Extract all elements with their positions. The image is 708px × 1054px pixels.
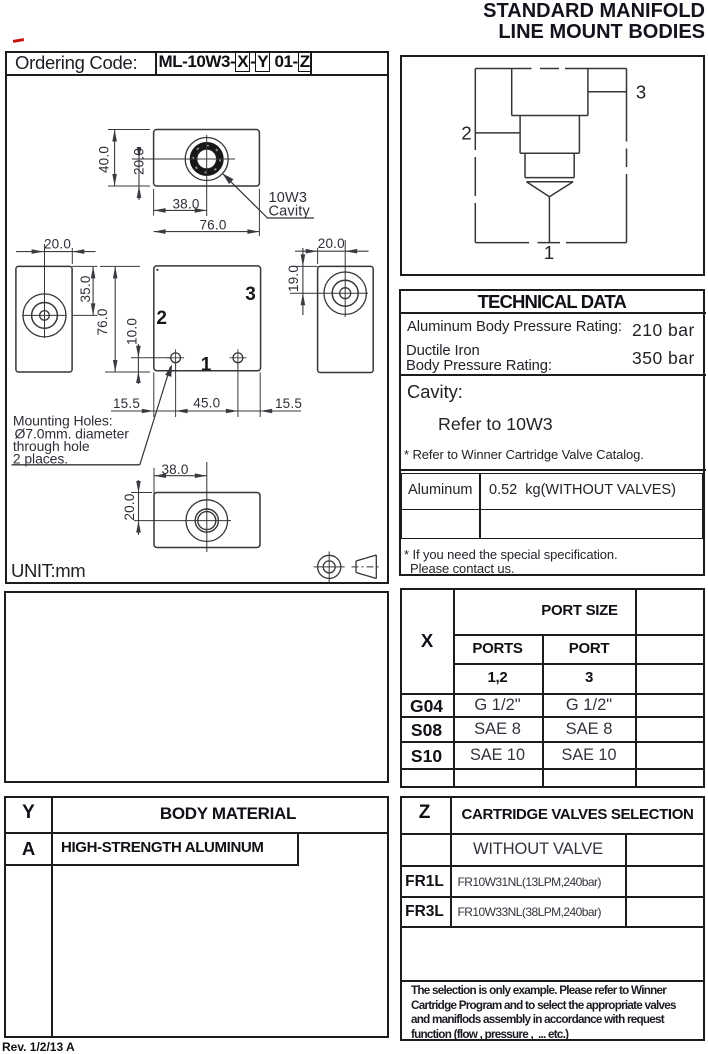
svg-text:20.0: 20.0 (44, 237, 71, 252)
svg-text:76.0: 76.0 (95, 308, 110, 335)
svg-text:Mounting Holes:: Mounting Holes: (13, 413, 113, 429)
svg-text:20.0: 20.0 (318, 236, 345, 251)
svg-text:35.0: 35.0 (78, 275, 93, 302)
svg-text:Cavity: Cavity (269, 204, 311, 220)
svg-text:40.0: 40.0 (97, 146, 112, 173)
svg-text:15.5: 15.5 (113, 396, 140, 411)
svg-text:1: 1 (544, 242, 554, 263)
svg-text:20.0: 20.0 (122, 493, 137, 520)
svg-text:UNIT:mm: UNIT:mm (11, 560, 85, 581)
svg-text:2: 2 (156, 308, 167, 329)
svg-text:3: 3 (636, 82, 646, 103)
svg-text:2: 2 (461, 123, 471, 144)
svg-text:38.0: 38.0 (161, 462, 188, 477)
svg-text:38.0: 38.0 (172, 197, 199, 212)
svg-text:45.0: 45.0 (193, 395, 220, 410)
svg-text:2 places.: 2 places. (13, 451, 68, 467)
svg-text:10.0: 10.0 (125, 318, 140, 345)
svg-text:10W3: 10W3 (269, 190, 308, 206)
svg-text:Ø7.0mm. diameter: Ø7.0mm. diameter (15, 425, 130, 441)
svg-text:76.0: 76.0 (199, 218, 226, 233)
svg-text:through hole: through hole (13, 438, 90, 454)
svg-text:20.0: 20.0 (132, 148, 147, 175)
svg-text:3: 3 (245, 284, 256, 305)
svg-text:1: 1 (201, 355, 212, 376)
svg-text:15.5: 15.5 (275, 396, 302, 411)
svg-text:19.0: 19.0 (286, 265, 301, 292)
